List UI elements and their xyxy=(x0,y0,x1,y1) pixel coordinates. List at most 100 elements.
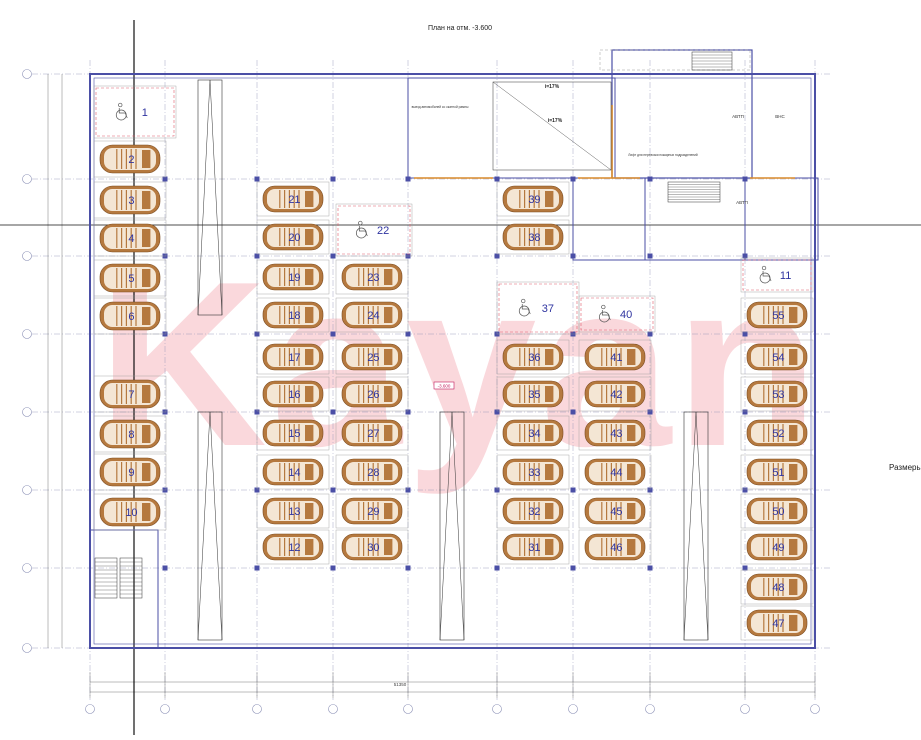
parking-space-number: 5 xyxy=(128,273,134,285)
structural-column xyxy=(647,409,653,415)
parking-space-number: 22 xyxy=(377,225,389,237)
car-windshield xyxy=(627,425,636,441)
parking-space-47: 47 xyxy=(740,605,814,641)
parking-space-4: 4 xyxy=(93,219,167,257)
parking-space-23: 23 xyxy=(335,259,409,295)
car-windshield xyxy=(384,464,393,480)
structural-column xyxy=(742,487,748,493)
wheelchair-head xyxy=(601,304,606,310)
parking-space-37: 37 xyxy=(496,281,580,335)
structural-column xyxy=(494,487,500,493)
structural-column xyxy=(742,409,748,415)
car-icon xyxy=(502,458,564,486)
accessible-bay-outline xyxy=(742,259,812,291)
parking-space-number: 12 xyxy=(288,542,300,554)
parking-space-number: 53 xyxy=(772,389,784,401)
car-icon xyxy=(262,223,324,251)
parking-bay-outline xyxy=(256,339,330,375)
avtp-label: АВТП xyxy=(732,114,744,119)
grid-bubble xyxy=(22,563,32,573)
parking-space-15: 15 xyxy=(256,415,330,451)
parking-bay-outline xyxy=(256,259,330,295)
parking-space-29: 29 xyxy=(335,493,409,529)
parking-bay-outline xyxy=(496,415,570,451)
parking-space-53: 53 xyxy=(740,376,814,412)
parking-space-number: 40 xyxy=(620,309,632,321)
accessible-parking-icon xyxy=(95,87,175,137)
parking-bay-outline xyxy=(93,85,177,139)
structural-column xyxy=(742,565,748,571)
car-windshield xyxy=(384,269,393,285)
wheelchair-head xyxy=(118,102,123,108)
outer-wall xyxy=(89,73,816,649)
parking-bay-outline xyxy=(93,297,167,335)
ramp-diagonal xyxy=(492,81,612,171)
structural-column xyxy=(330,253,336,259)
car-windshield xyxy=(305,425,314,441)
grid-bubble xyxy=(160,704,170,714)
structural-column xyxy=(647,331,653,337)
parking-bay-outline xyxy=(256,454,330,490)
car-icon xyxy=(584,497,646,525)
parking-bay-outline xyxy=(740,376,814,412)
parking-bay-outline xyxy=(256,376,330,412)
stair-lower-left-b xyxy=(119,557,143,599)
car-windshield xyxy=(305,503,314,519)
accessible-parking-icon xyxy=(742,259,812,291)
car-windshield xyxy=(384,307,393,323)
parking-space-number: 19 xyxy=(288,272,300,284)
structural-column xyxy=(647,176,653,182)
parking-space-51: 51 xyxy=(740,454,814,490)
parking-space-25: 25 xyxy=(335,339,409,375)
parking-space-6: 6 xyxy=(93,297,167,335)
parking-space-number: 7 xyxy=(128,389,134,401)
structural-column xyxy=(162,565,168,571)
car-icon xyxy=(341,497,403,525)
car-windshield xyxy=(627,539,636,555)
parking-space-number: 33 xyxy=(528,467,540,479)
wheelchair-head xyxy=(761,265,767,271)
parking-space-number: 28 xyxy=(367,467,379,479)
parking-bay-outline xyxy=(256,415,330,451)
car-icon xyxy=(502,343,564,371)
structural-column xyxy=(494,176,500,182)
parking-bay-outline xyxy=(256,181,330,217)
parking-space-17: 17 xyxy=(256,339,330,375)
car-icon xyxy=(262,497,324,525)
parking-space-12: 12 xyxy=(256,529,330,565)
parking-space-9: 9 xyxy=(93,453,167,491)
car-icon xyxy=(262,458,324,486)
car-windshield xyxy=(305,229,314,245)
car-windshield xyxy=(789,464,798,480)
car-icon xyxy=(502,223,564,251)
parking-bay-outline xyxy=(496,339,570,375)
technical-room-wall xyxy=(611,49,753,179)
structural-column xyxy=(162,176,168,182)
car-windshield xyxy=(789,386,798,402)
car-icon xyxy=(262,301,324,329)
car-windshield xyxy=(627,464,636,480)
car-windshield xyxy=(142,463,151,481)
parking-space-number: 15 xyxy=(288,428,300,440)
grid-bubble xyxy=(85,704,95,714)
watermark-text: Kayan xyxy=(97,232,822,495)
parking-space-number: 23 xyxy=(367,272,379,284)
car-windshield xyxy=(545,229,554,245)
parking-space-number: 24 xyxy=(367,310,379,322)
parking-space-number: 9 xyxy=(128,467,134,479)
parking-bay-outline xyxy=(496,529,570,565)
car-icon xyxy=(262,533,324,561)
parking-bay-outline xyxy=(335,339,409,375)
parking-space-8: 8 xyxy=(93,415,167,453)
grid-bubble xyxy=(740,704,750,714)
car-windshield xyxy=(142,425,151,443)
car-icon xyxy=(99,457,161,487)
parking-space-43: 43 xyxy=(578,415,652,451)
parking-space-number: 36 xyxy=(528,352,540,364)
parking-bay-outline xyxy=(93,375,167,413)
ramp-left-lower xyxy=(197,411,223,641)
car-windshield xyxy=(627,349,636,365)
parking-space-14: 14 xyxy=(256,454,330,490)
structural-column xyxy=(405,409,411,415)
car-icon xyxy=(584,343,646,371)
